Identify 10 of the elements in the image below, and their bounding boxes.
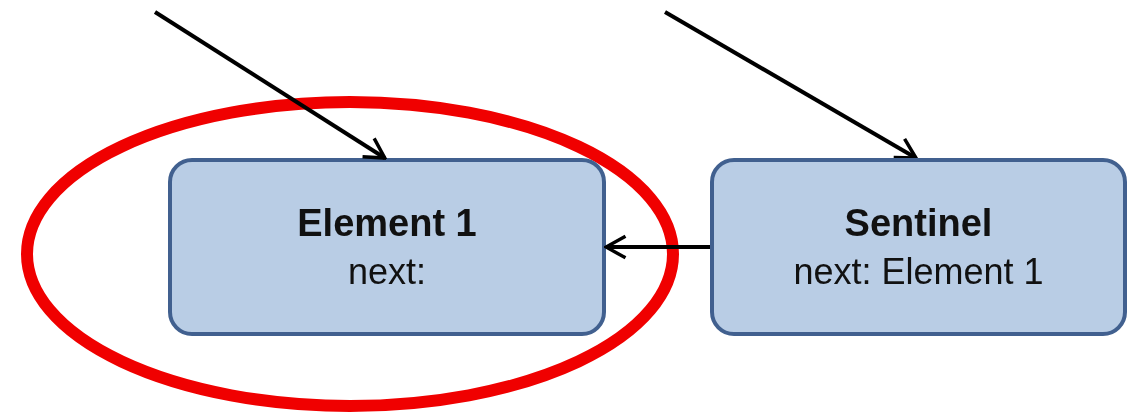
node-title: Sentinel bbox=[844, 201, 993, 245]
node-field: next: Element 1 bbox=[793, 250, 1044, 293]
arrow bbox=[604, 234, 710, 260]
node-title: Element 1 bbox=[297, 201, 477, 245]
node-field: next: bbox=[347, 250, 426, 293]
highlight-ellipse bbox=[20, 95, 680, 413]
list-node-box bbox=[710, 158, 1127, 336]
list-node-box bbox=[168, 158, 606, 336]
arrow bbox=[664, 10, 918, 160]
arrow bbox=[153, 10, 387, 160]
